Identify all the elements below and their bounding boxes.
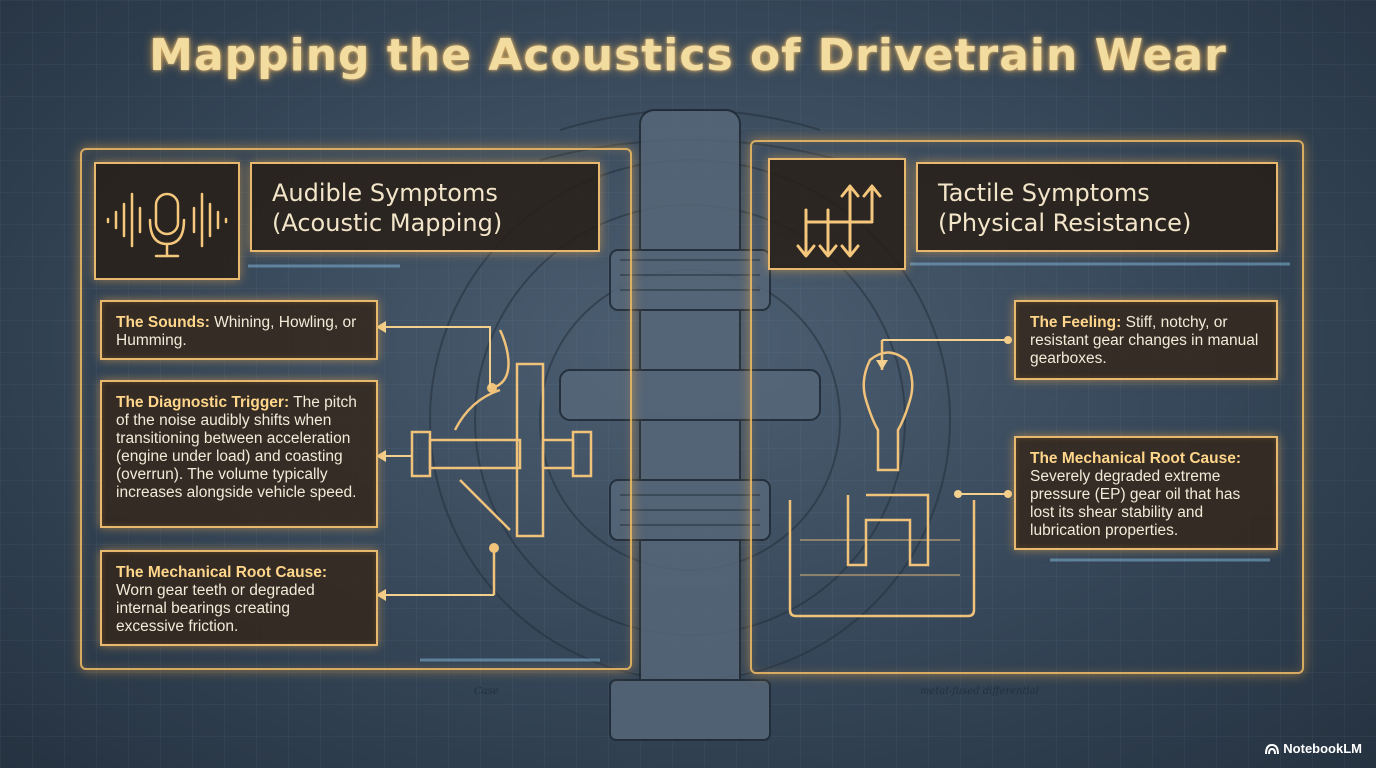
left-icon-box: [94, 162, 240, 280]
sounds-label: The Sounds:: [116, 314, 210, 331]
brand-label: NotebookLM: [1283, 741, 1362, 756]
feeling-box: The Feeling: Stiff, notchy, or resistant…: [1014, 300, 1278, 380]
left-cause-label: The Mechanical Root Cause:: [116, 564, 328, 581]
left-header: Audible Symptoms (Acoustic Mapping): [250, 162, 600, 252]
feeling-text: Stiff, notchy, or resistant gear changes…: [1030, 314, 1259, 367]
notebooklm-logo-icon: [1265, 743, 1280, 754]
annotation-case: Case: [474, 686, 499, 697]
gear-shift-arrows-icon: [796, 184, 882, 258]
annotation-differential: metal-fused differential: [920, 686, 1039, 697]
sounds-box: The Sounds: Whining, Howling, or Humming…: [100, 300, 378, 360]
right-icon-box: [768, 158, 906, 270]
left-root-cause-box: The Mechanical Root Cause: Worn gear tee…: [100, 550, 378, 646]
trigger-text: The pitch of the noise audibly shifts wh…: [116, 394, 357, 501]
left-cause-text: Worn gear teeth or degraded internal bea…: [116, 582, 315, 635]
notebooklm-brand: NotebookLM: [1265, 741, 1362, 756]
microphone-soundwave-icon: [106, 192, 228, 258]
right-header-line1: Tactile Symptoms: [938, 179, 1150, 207]
feeling-label: The Feeling:: [1030, 314, 1122, 331]
right-header-line2: (Physical Resistance): [938, 209, 1192, 237]
right-panel-frame: [750, 140, 1304, 674]
right-cause-text: Severely degraded extreme pressure (EP) …: [1030, 468, 1241, 539]
right-root-cause-box: The Mechanical Root Cause: Severely degr…: [1014, 436, 1278, 550]
left-panel-frame: [80, 148, 632, 670]
left-header-line1: Audible Symptoms: [272, 179, 498, 207]
page-title: Mapping the Acoustics of Drivetrain Wear: [149, 30, 1227, 81]
trigger-label: The Diagnostic Trigger:: [116, 394, 290, 411]
sounds-text: Whining, Howling, or Humming.: [116, 314, 357, 349]
left-header-line2: (Acoustic Mapping): [272, 209, 503, 237]
diagnostic-trigger-box: The Diagnostic Trigger: The pitch of the…: [100, 380, 378, 528]
right-header: Tactile Symptoms (Physical Resistance): [916, 162, 1278, 252]
right-cause-label: The Mechanical Root Cause:: [1030, 450, 1242, 467]
